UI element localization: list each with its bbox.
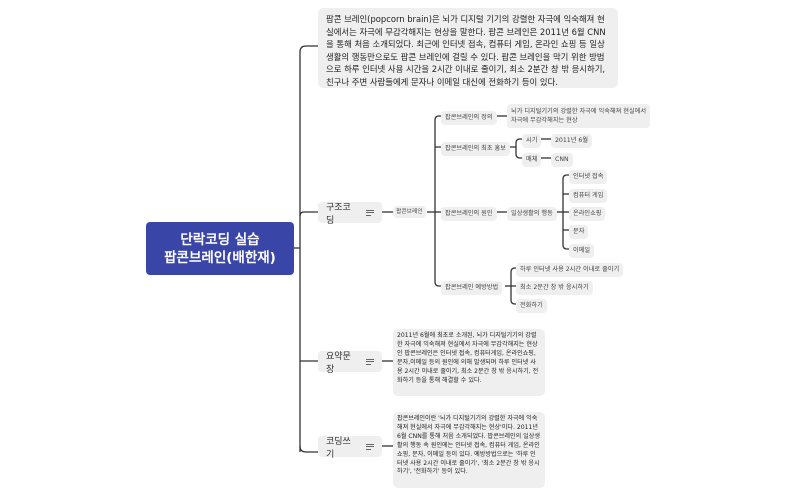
branch-definition[interactable]: 팝콘브레인의 정의	[441, 111, 497, 125]
prevention-item-limit-internet[interactable]: 하루 인터넷 사용 2시간 이내로 줄이기	[516, 263, 624, 277]
root-title-line2: 팝콘브레인(배한재)	[164, 249, 276, 266]
root-title-line1: 단락코딩 실습	[180, 231, 260, 248]
cause-item-internet[interactable]: 인터넷 접속	[569, 170, 608, 184]
popcorn-brain-center-node[interactable]: 팝콘브레인	[393, 206, 426, 218]
coding-writing-label: 코딩쓰기	[326, 436, 351, 460]
summary-label: 요약문장	[326, 351, 351, 375]
daily-behavior-node[interactable]: 일상생활의 행동	[507, 207, 557, 221]
note-icon	[366, 443, 375, 450]
structure-coding-node[interactable]: 구조코딩	[318, 202, 382, 226]
prevention-item-look-outside[interactable]: 최소 2분간 창 밖 응시하기	[516, 281, 593, 295]
note-icon	[366, 209, 375, 216]
period-value-node[interactable]: 2011년 6월	[551, 134, 593, 148]
cause-item-shopping[interactable]: 온라인쇼핑	[569, 207, 606, 221]
definition-leaf-line1: 뇌가 디지털기기의 강렬한 자극에 익숙해져 현실에서	[511, 108, 647, 115]
media-label-node[interactable]: 매체	[522, 153, 542, 167]
branch-cause[interactable]: 팝콘브레인의 원인	[441, 207, 497, 221]
prevention-item-call[interactable]: 전화하기	[516, 299, 547, 313]
branch-first-promotion[interactable]: 팝콘브레인의 최초 홍보	[441, 142, 510, 156]
definition-leaf[interactable]: 뇌가 디지털기기의 강렬한 자극에 익숙해져 현실에서 자극에 무감각해지는 현…	[507, 104, 651, 128]
summary-node[interactable]: 요약문장	[318, 351, 382, 375]
period-label-node[interactable]: 시기	[522, 134, 542, 148]
structure-coding-label: 구조코딩	[326, 202, 351, 226]
note-icon	[366, 358, 375, 365]
branch-prevention[interactable]: 팝콘브레인 예방방법	[441, 281, 503, 295]
coding-writing-node[interactable]: 코딩쓰기	[318, 436, 382, 460]
coding-text-node[interactable]: 팝콘브레인이란 '뇌가 디지털기기의 강렬한 자극에 익숙해져 현실에서 자극에…	[393, 412, 545, 488]
media-value-node[interactable]: CNN	[551, 153, 573, 167]
intro-paragraph-node[interactable]: 팝콘 브레인(popcorn brain)은 뇌가 디지털 기기의 강렬한 자극…	[318, 8, 618, 88]
cause-item-text[interactable]: 문자	[569, 225, 589, 239]
cause-item-game[interactable]: 컴퓨터 게임	[569, 189, 608, 203]
definition-leaf-line2: 자극에 무감각해지는 현상	[511, 117, 578, 124]
root-topic[interactable]: 단락코딩 실습 팝콘브레인(배한재)	[146, 222, 294, 275]
cause-item-email[interactable]: 이메일	[569, 244, 595, 258]
summary-text-node[interactable]: 2011년 6월에 최초로 소개된, 뇌가 디지털기기의 강렬한 자극에 익숙해…	[393, 329, 545, 396]
